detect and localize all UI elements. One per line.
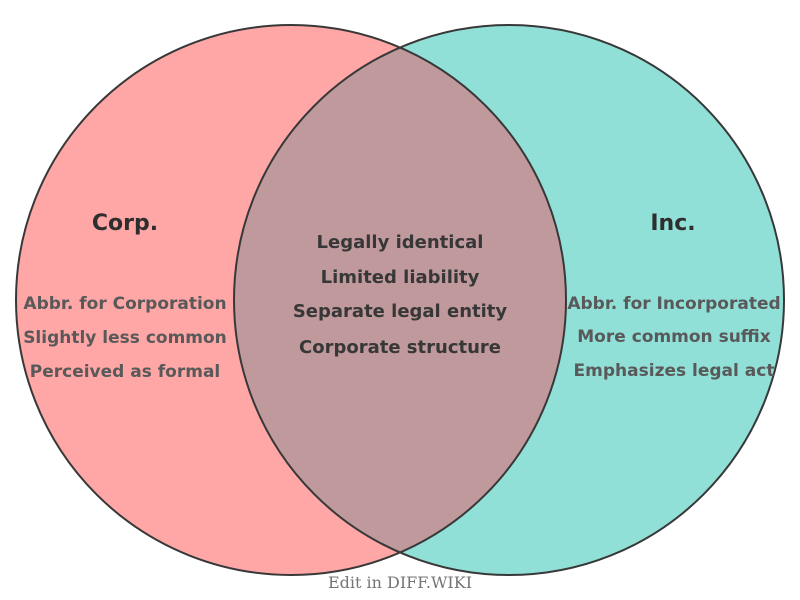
left-set-item: Slightly less common [23, 328, 227, 348]
right-set-label: Inc. [650, 211, 695, 236]
right-set-item: More common suffix [577, 327, 770, 347]
left-set-item: Perceived as formal [30, 362, 221, 382]
left-set-label: Corp. [92, 211, 158, 236]
overlap-item: Limited liability [321, 267, 480, 288]
left-set-item: Abbr. for Corporation [23, 294, 226, 314]
left-circle-outline [15, 24, 567, 576]
edit-watermark-link[interactable]: Edit in DIFF.WIKI [328, 573, 472, 592]
overlap-item: Corporate structure [299, 337, 501, 358]
overlap-region [234, 25, 566, 575]
right-circle-outline [233, 24, 785, 576]
overlap-item: Legally identical [317, 232, 484, 253]
right-set-item: Emphasizes legal act [574, 361, 775, 381]
right-set-item: Abbr. for Incorporated [567, 294, 780, 314]
overlap-item: Separate legal entity [293, 301, 508, 322]
